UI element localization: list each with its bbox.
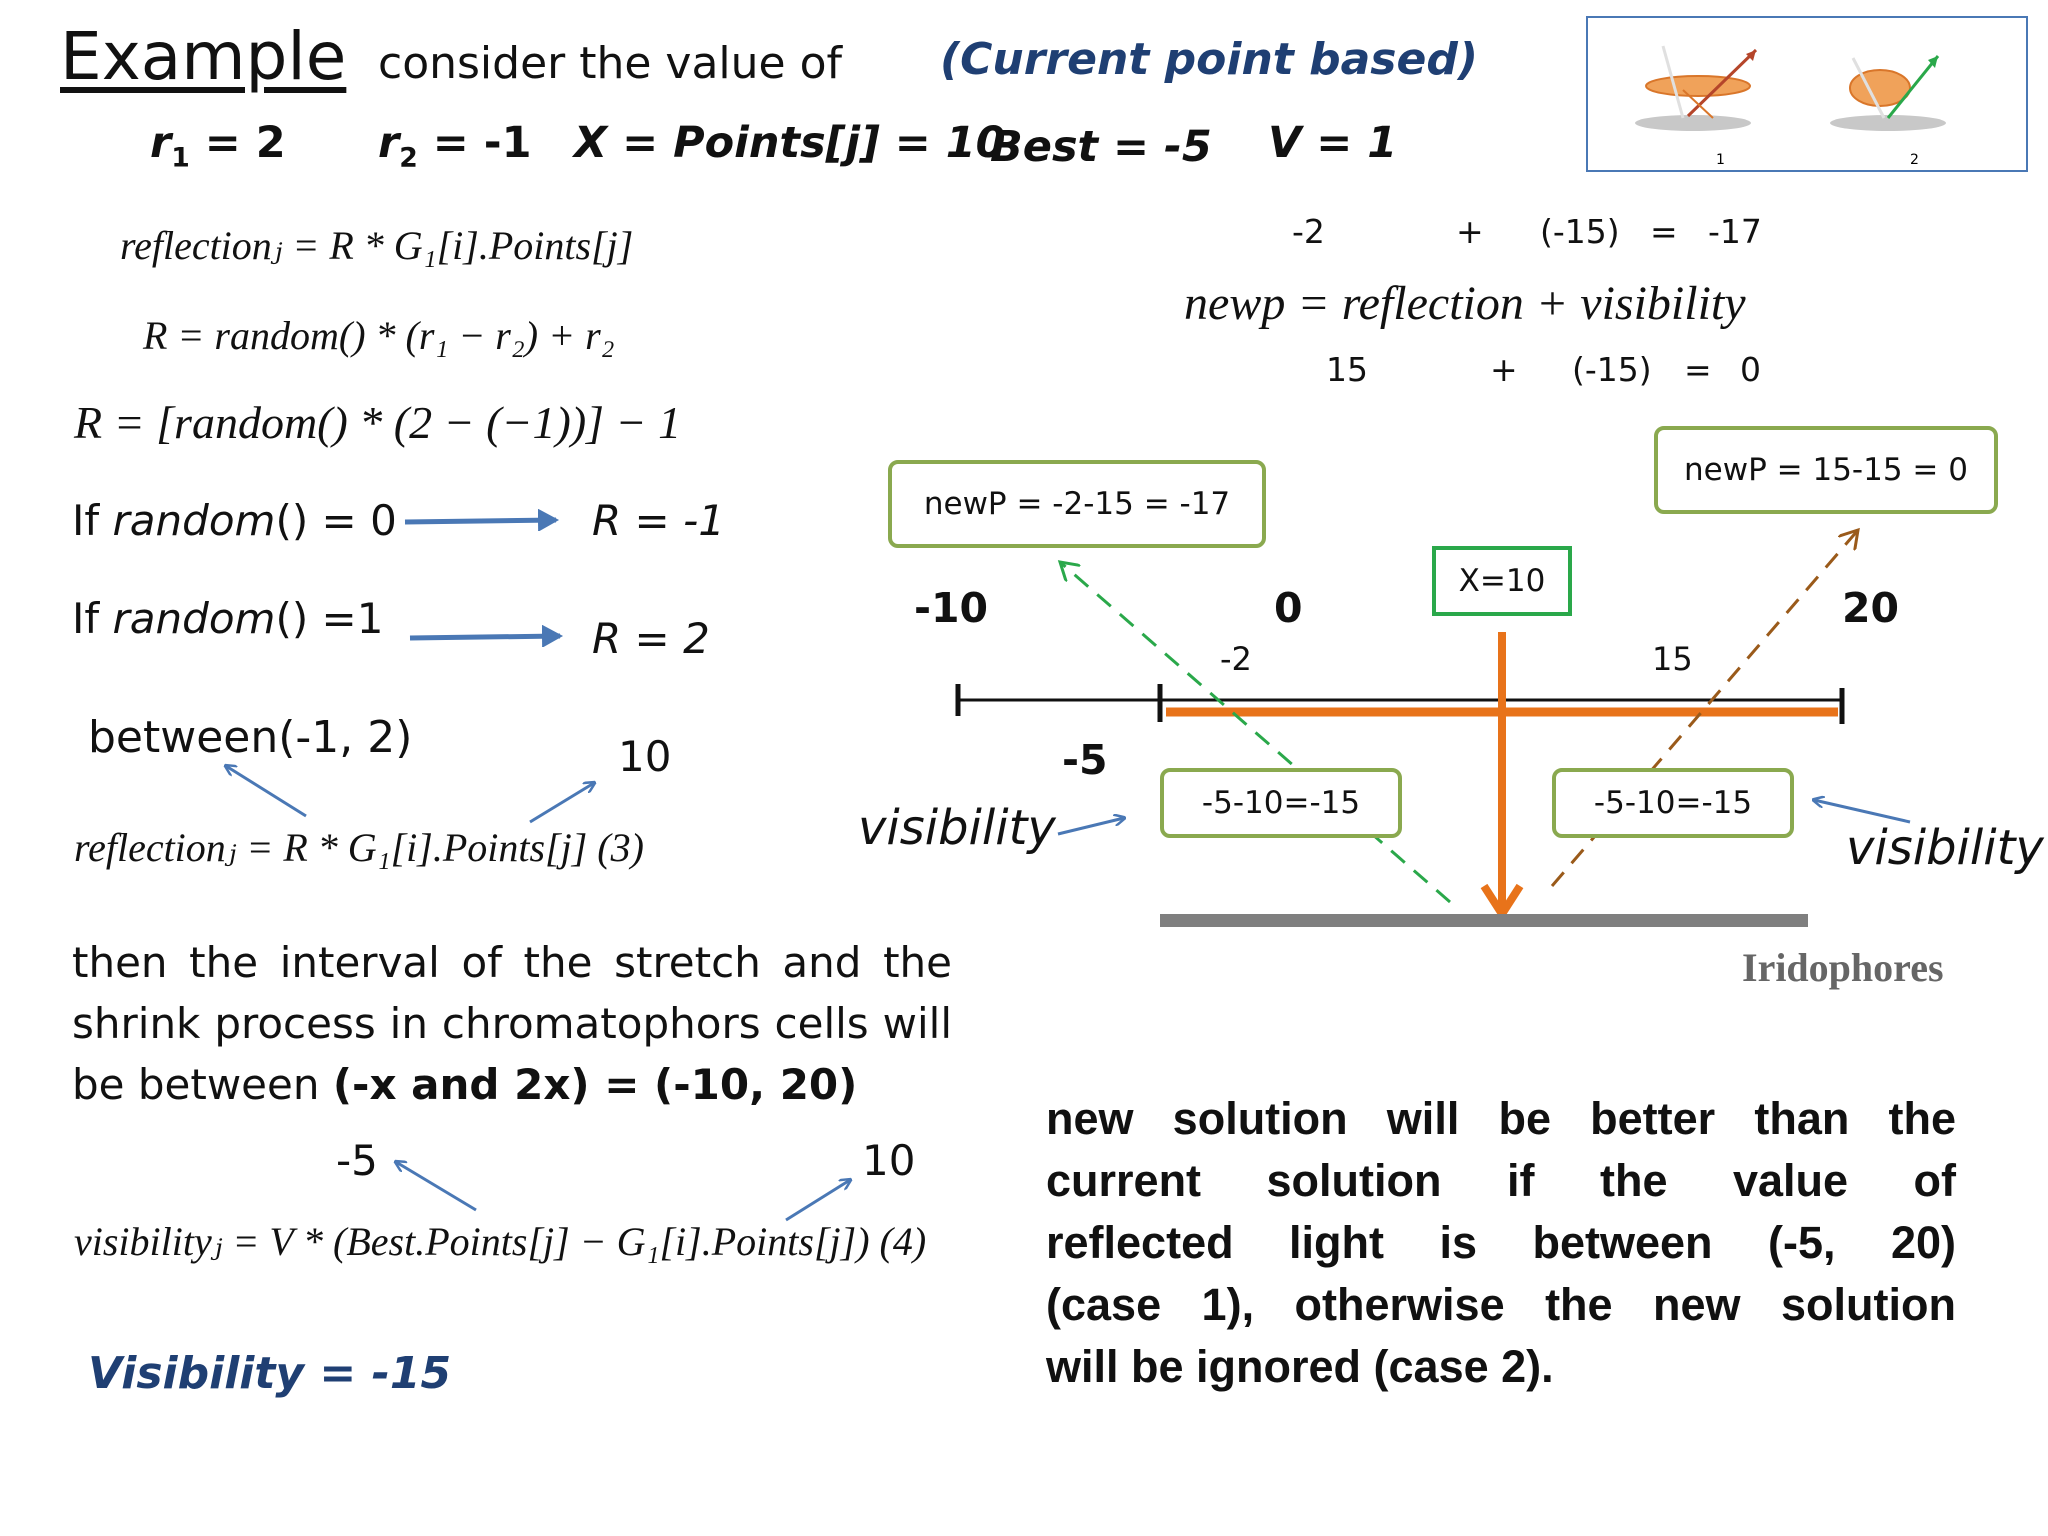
sum-bottom-b: (-15): [1572, 350, 1652, 389]
vis-neg5-label: -5: [336, 1136, 378, 1185]
visibility-label-right: visibility: [1846, 820, 2044, 876]
axis-label-neg10: -10: [914, 584, 989, 632]
param-v: V = 1: [1268, 118, 1398, 168]
new-position-box-left: newP = -2-15 = -17: [888, 460, 1266, 548]
ten-label: 10: [618, 732, 672, 781]
arrow-between: [226, 766, 307, 818]
arrow-case1: [409, 636, 560, 638]
equation-visibility-4: visibilityⱼ = V * (Best.Points[j] − G₁[i…: [74, 1219, 927, 1264]
sum-bottom-a: 15: [1326, 350, 1368, 389]
iridophores-label: Iridophores: [1742, 945, 1944, 990]
sum-top-r: -17: [1708, 212, 1762, 251]
chromatophore-illustration: 1 2: [1635, 45, 1946, 168]
case-result-1: R = 2: [592, 614, 710, 663]
vis-ten-label: 10: [862, 1136, 916, 1185]
visibility-result: Visibility = -15: [88, 1348, 452, 1399]
axis-label-0: 0: [1274, 584, 1303, 632]
sum-bottom-eq: =: [1684, 350, 1712, 389]
visibility-box-right: -5-10=-15: [1552, 768, 1794, 838]
current-point-box: X=10: [1432, 546, 1572, 616]
subtitle: (Current point based): [940, 34, 1478, 85]
interval-paragraph: then the interval of the stretch and the…: [72, 938, 952, 1109]
param-x: X = Points[j] = 10: [574, 118, 1006, 168]
arrow-case0: [404, 520, 556, 522]
sum-top-a: -2: [1292, 212, 1325, 251]
param-best: Best = -5: [990, 122, 1212, 172]
param-r2: r2 = -1: [378, 118, 532, 174]
page-title: Example: [60, 18, 347, 95]
equation-newp: newp = reflection + visibility: [1184, 277, 1746, 330]
arrow-vis-neg5: [396, 1162, 477, 1212]
equation-reflection-3: reflectionⱼ = R * G₁[i].Points[j] (3): [74, 825, 644, 870]
between-label: between(-1, 2): [88, 712, 413, 763]
tick-label-neg2: -2: [1220, 640, 1252, 678]
svg-text:1: 1: [1716, 152, 1725, 168]
svg-text:2: 2: [1910, 152, 1919, 168]
best-label-neg5: -5: [1062, 736, 1108, 784]
case-random-0: If random() = 0: [72, 496, 397, 545]
arrow-visibility-left: [1057, 818, 1124, 836]
sum-top-eq: =: [1650, 212, 1678, 251]
equation-reflection: reflectionⱼ = R * G₁[i].Points[j]: [120, 223, 634, 268]
arrow-vis-ten: [785, 1180, 850, 1222]
equation-R-substituted: R = [random() * (2 − (−1))] − 1: [74, 397, 682, 448]
arrow-visibility-right: [1814, 800, 1911, 824]
conclusion-paragraph: new solution will be better than the cur…: [1046, 1093, 1956, 1392]
equation-R-definition: R = random() * (r₁ − r₂) + r₂: [143, 313, 615, 358]
reflection-right: [1550, 530, 1858, 887]
case-result-0: R = -1: [592, 496, 725, 545]
sum-bottom-r: 0: [1740, 350, 1761, 389]
arrow-ten: [529, 783, 594, 824]
reflection-left: [1060, 562, 1451, 904]
sum-bottom-op: +: [1490, 350, 1518, 389]
visibility-label-left: visibility: [858, 800, 1056, 856]
tick-label-15: 15: [1652, 640, 1693, 678]
new-position-box-right: newP = 15-15 = 0: [1654, 426, 1998, 514]
sum-top-b: (-15): [1540, 212, 1620, 251]
param-r1: r1 = 2: [150, 118, 286, 174]
thumbnail-panel: 1 2: [1586, 16, 2028, 172]
sum-top-op: +: [1456, 212, 1484, 251]
case-random-1: If random() =1: [72, 594, 384, 643]
axis-label-20: 20: [1842, 584, 1900, 632]
iridophore-plate: [1160, 914, 1808, 927]
intro-text: consider the value of: [378, 38, 842, 89]
visibility-box-left: -5-10=-15: [1160, 768, 1402, 838]
